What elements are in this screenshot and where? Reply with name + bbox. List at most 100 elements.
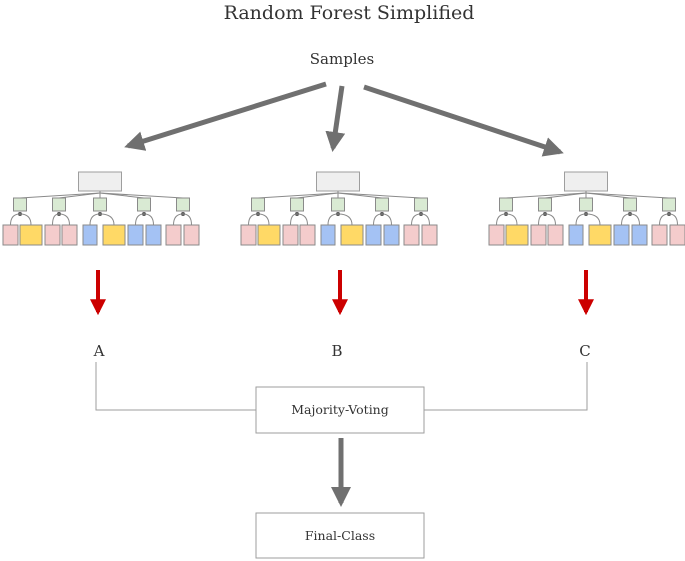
tree-leaf-pink — [2, 224, 19, 246]
tree-leaf-edge — [89, 213, 101, 226]
connector-a — [95, 362, 256, 411]
tree-leaf-edge — [505, 213, 518, 226]
final-class-box — [255, 512, 425, 559]
tree-leaf-pink — [61, 224, 78, 246]
tree-leaf-yellow — [102, 224, 126, 246]
tree-edge — [505, 192, 587, 199]
tree-leaf-edge — [629, 213, 640, 226]
tree-leaf-blue — [145, 224, 162, 246]
tree-leaf-edge — [496, 213, 507, 226]
tree-leaf-pink — [669, 224, 685, 246]
tree-internal-node — [52, 197, 66, 212]
tree-leaf-edge — [538, 213, 546, 226]
tree-edge — [296, 192, 339, 199]
tree-leaf-pink — [403, 224, 420, 246]
tree-internal-node — [290, 197, 304, 212]
samples-arrow-left — [124, 81, 327, 151]
tree-leaf-edge — [10, 213, 21, 226]
tree-leaf-pink — [183, 224, 200, 246]
tree-leaf-edge — [621, 213, 631, 226]
samples-label: Samples — [310, 50, 374, 68]
tree-leaf-pink — [299, 224, 316, 246]
tree-leaf-edge — [575, 213, 587, 226]
tree-internal-node — [662, 197, 676, 212]
tree-3: C — [488, 171, 685, 360]
tree-leaf-yellow — [505, 224, 529, 246]
tree-leaf-pink — [165, 224, 182, 246]
tree-leaf-edge — [659, 213, 670, 226]
tree-leaf-edge — [668, 213, 678, 226]
tree-internal-node — [251, 197, 265, 212]
tree-leaf-pink — [421, 224, 438, 246]
connector-c — [424, 362, 588, 411]
tree-leaf-edge — [58, 213, 70, 226]
tree-leaf-edge — [411, 213, 422, 226]
tree-leaf-pink — [488, 224, 505, 246]
tree-leaf-blue — [365, 224, 382, 246]
samples-arrow-center — [325, 85, 346, 152]
tree-internal-node — [137, 197, 151, 212]
majority-voting-box — [255, 386, 425, 434]
tree-leaf-edge — [420, 213, 430, 226]
tree-leaf-edge — [585, 213, 601, 226]
tree-leaf-edge — [327, 213, 339, 226]
tree-leaf-edge — [544, 213, 556, 226]
tree-output-label: C — [579, 342, 590, 360]
tree-internal-node — [414, 197, 428, 212]
tree-leaf-pink — [651, 224, 668, 246]
tree-internal-node — [331, 197, 345, 212]
majority-voting-label: Majority-Voting — [291, 402, 389, 417]
final-class-label: Final-Class — [305, 528, 375, 543]
tree-internal-node — [499, 197, 513, 212]
tree-leaf-blue — [320, 224, 336, 246]
tree-leaf-edge — [19, 213, 32, 226]
tree-leaf-pink — [282, 224, 299, 246]
tree-leaf-blue — [568, 224, 584, 246]
tree-leaf-edge — [337, 213, 353, 226]
tree-leaf-yellow — [257, 224, 281, 246]
tree-leaf-edge — [296, 213, 308, 226]
tree-leaf-edge — [182, 213, 192, 226]
tree-edge — [99, 192, 184, 199]
tree-internal-node — [176, 197, 190, 212]
tree-root-node — [78, 171, 122, 192]
tree-leaf-edge — [173, 213, 184, 226]
tree-leaf-edge — [248, 213, 259, 226]
tree-leaf-blue — [383, 224, 400, 246]
tree-root-node — [316, 171, 360, 192]
tree-internal-node — [93, 197, 107, 212]
tree-leaf-edge — [143, 213, 154, 226]
tree-leaf-blue — [631, 224, 648, 246]
tree-leaf-pink — [44, 224, 61, 246]
tree-leaf-edge — [290, 213, 298, 226]
tree-leaf-pink — [547, 224, 564, 246]
tree-2: B — [240, 171, 438, 360]
tree-leaf-yellow — [19, 224, 43, 246]
tree-leaf-edge — [99, 213, 115, 226]
diagram-title: Random Forest Simplified — [224, 2, 475, 24]
tree-edge — [544, 192, 587, 199]
tree-leaf-edge — [373, 213, 383, 226]
tree-internal-node — [579, 197, 593, 212]
tree-leaf-edge — [52, 213, 60, 226]
tree-leaf-edge — [381, 213, 392, 226]
tree-leaf-edge — [257, 213, 270, 226]
trees-group: A B C — [2, 171, 685, 360]
tree-leaf-yellow — [340, 224, 364, 246]
tree-leaf-blue — [613, 224, 630, 246]
tree-output-label: B — [331, 342, 342, 360]
tree-1: A — [2, 171, 200, 360]
tree-leaf-pink — [240, 224, 257, 246]
tree-edge — [585, 192, 670, 199]
tree-leaf-blue — [127, 224, 144, 246]
tree-leaf-yellow — [588, 224, 612, 246]
tree-internal-node — [13, 197, 27, 212]
tree-edge — [337, 192, 422, 199]
tree-leaf-blue — [82, 224, 98, 246]
tree-internal-node — [538, 197, 552, 212]
tree-output-label: A — [93, 342, 105, 360]
tree-edge — [257, 192, 339, 199]
tree-internal-node — [623, 197, 637, 212]
tree-edge — [58, 192, 101, 199]
